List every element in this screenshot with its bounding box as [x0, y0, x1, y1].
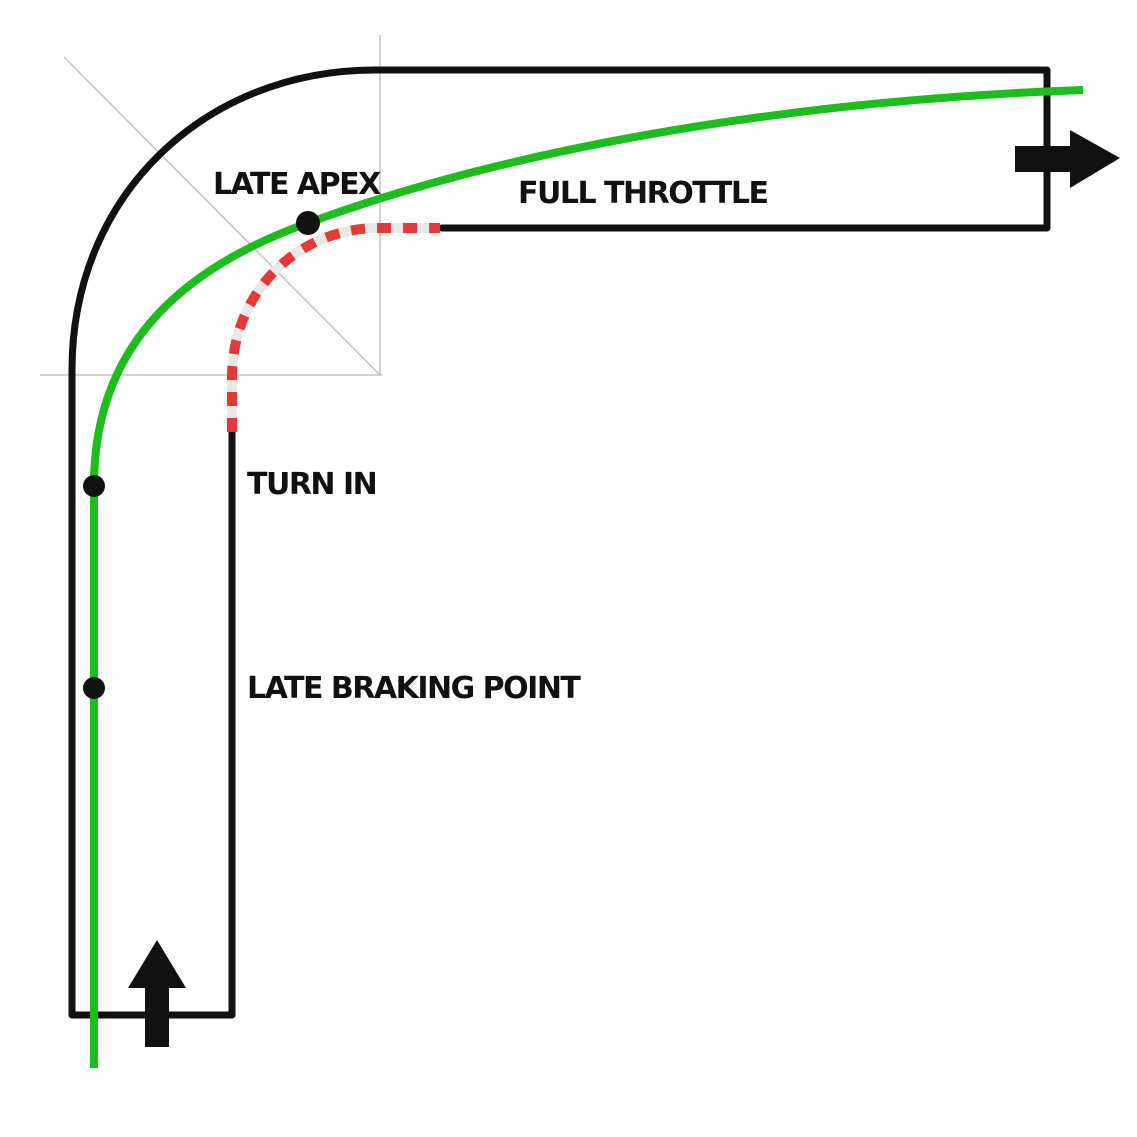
direction-arrows — [128, 130, 1120, 1047]
inside-curb — [227, 223, 440, 432]
braking-point-marker — [83, 677, 105, 699]
curb-red-stripes — [227, 223, 440, 432]
exit-arrow-right-icon — [1015, 130, 1120, 188]
line-markers — [83, 211, 320, 699]
late-apex-marker — [296, 211, 320, 235]
racing-line — [90, 86, 1084, 1068]
entry-arrow-up-icon — [128, 940, 186, 1047]
guide-diagonal-line — [63, 56, 381, 376]
turn-in-marker — [83, 475, 105, 497]
track-edges — [68, 66, 1051, 1019]
turn-in-label: TURN IN — [247, 467, 376, 502]
late-apex-label: LATE APEX — [213, 167, 381, 202]
track-outer-edge — [68, 66, 1051, 1019]
full-throttle-label: FULL THROTTLE — [518, 176, 767, 211]
guide-lines — [40, 35, 382, 376]
late-braking-point-label: LATE BRAKING POINT — [247, 671, 581, 706]
